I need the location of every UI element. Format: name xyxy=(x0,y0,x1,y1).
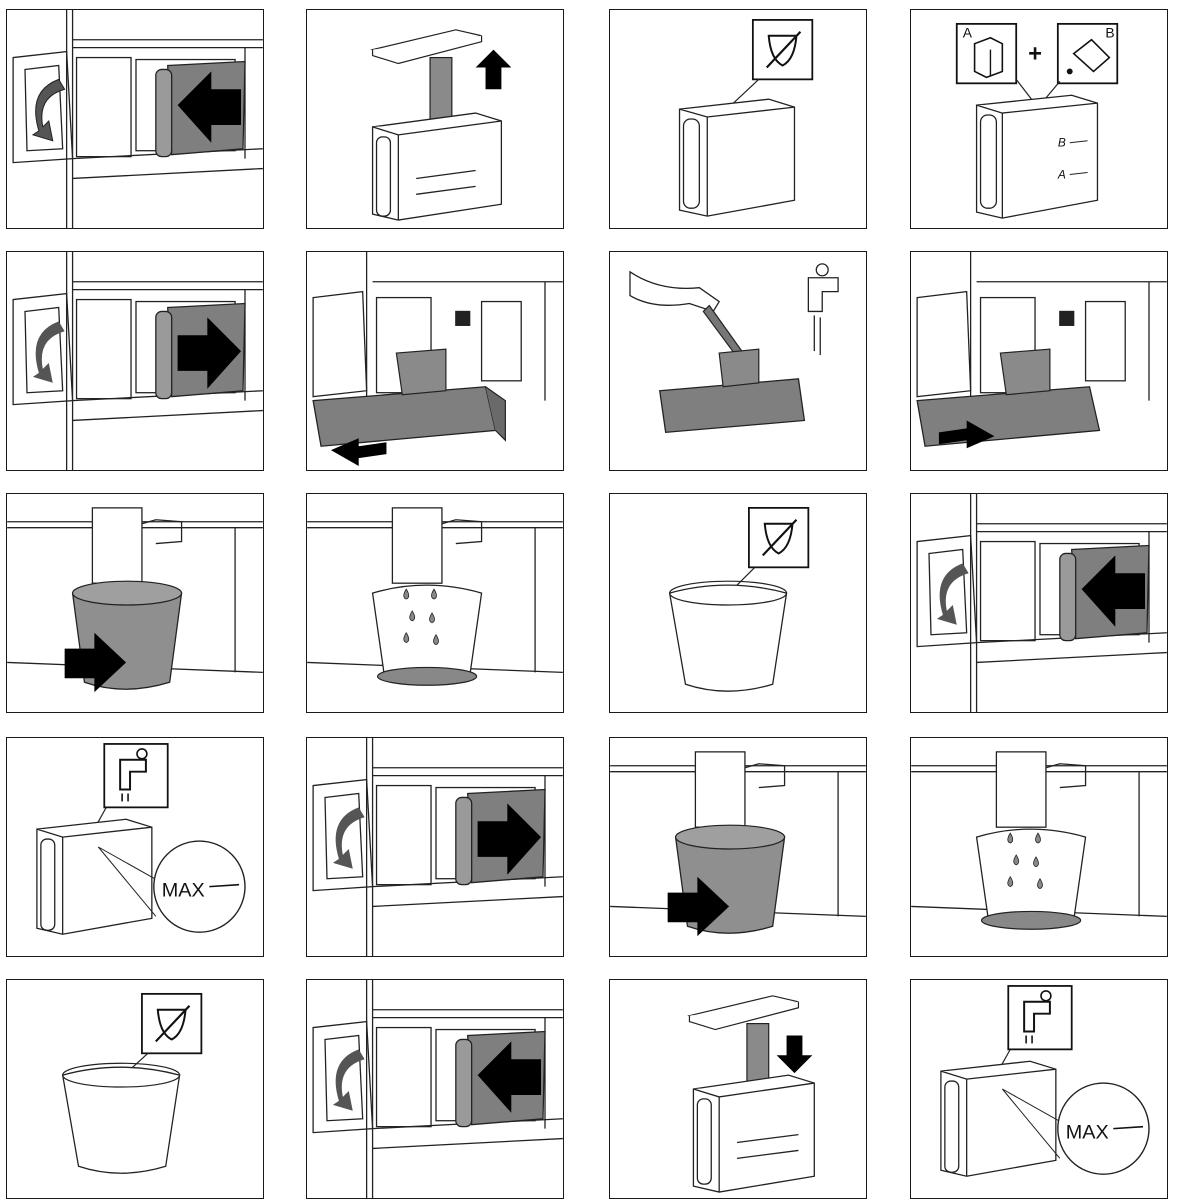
panel-19 xyxy=(609,979,867,1199)
max-label: MAX xyxy=(1066,1122,1109,1144)
panel-10 xyxy=(306,493,564,713)
max-magnifier xyxy=(1057,1082,1150,1175)
tap-water-icon xyxy=(1007,985,1073,1051)
level-b-label: B xyxy=(1058,136,1066,150)
rotate-arrow-icon xyxy=(332,807,365,869)
drip-tray xyxy=(312,386,497,447)
panel-9 xyxy=(6,493,264,713)
max-magnifier xyxy=(153,840,246,933)
panel-16 xyxy=(910,737,1168,957)
panel-20: MAX xyxy=(910,979,1168,1199)
level-a-label: A xyxy=(1057,167,1066,181)
filter-cartridge xyxy=(370,29,483,124)
panel-14 xyxy=(306,737,564,957)
panel-12 xyxy=(910,493,1168,713)
drip-tray xyxy=(658,378,806,434)
panel-5 xyxy=(6,251,264,471)
panel-13: MAX xyxy=(6,737,264,957)
panel-1 xyxy=(6,9,264,229)
cup-outline xyxy=(61,1066,181,1174)
water-tank xyxy=(692,1074,815,1193)
water-tank xyxy=(940,1060,1057,1177)
panel-17 xyxy=(6,979,264,1199)
panel-18 xyxy=(306,979,564,1199)
label-a: A xyxy=(963,25,973,41)
panel-6 xyxy=(306,251,564,471)
arrow-right-icon xyxy=(64,632,127,693)
max-label: MAX xyxy=(162,880,205,902)
arrow-down-icon xyxy=(776,1035,813,1074)
rotate-arrow-icon xyxy=(936,563,969,625)
panel-2 xyxy=(306,9,564,229)
panel-4: A + B B A xyxy=(910,9,1168,229)
hand-brush-icon xyxy=(629,270,721,313)
arrow-right-icon xyxy=(177,317,242,389)
arrow-out-icon xyxy=(330,438,387,467)
label-b: B xyxy=(1105,25,1114,41)
tap-water-icon xyxy=(103,743,169,809)
rotate-arrow-icon xyxy=(332,1049,365,1111)
tap-icon xyxy=(807,263,839,356)
water-tank xyxy=(36,818,153,935)
rotate-arrow-icon xyxy=(32,321,65,383)
panel-3 xyxy=(609,9,867,229)
water-drops-icon xyxy=(403,588,439,646)
cup-outline xyxy=(668,584,788,692)
plus-sign: + xyxy=(1028,41,1042,68)
water-drops-icon xyxy=(1007,832,1043,890)
arrow-left-icon xyxy=(1081,555,1146,627)
water-tank xyxy=(371,112,503,221)
arrow-up-icon xyxy=(475,49,512,90)
arrow-right-icon xyxy=(667,876,730,937)
panel-8 xyxy=(910,251,1168,471)
filter-cartridge xyxy=(687,995,800,1086)
panel-7 xyxy=(609,251,867,471)
panel-15 xyxy=(609,737,867,957)
water-tank xyxy=(678,98,796,217)
arrow-right-icon xyxy=(477,803,542,875)
panel-11 xyxy=(609,493,867,713)
arrow-in-icon xyxy=(938,420,995,449)
water-tank xyxy=(975,94,1099,219)
rotate-arrow-icon xyxy=(31,78,66,142)
